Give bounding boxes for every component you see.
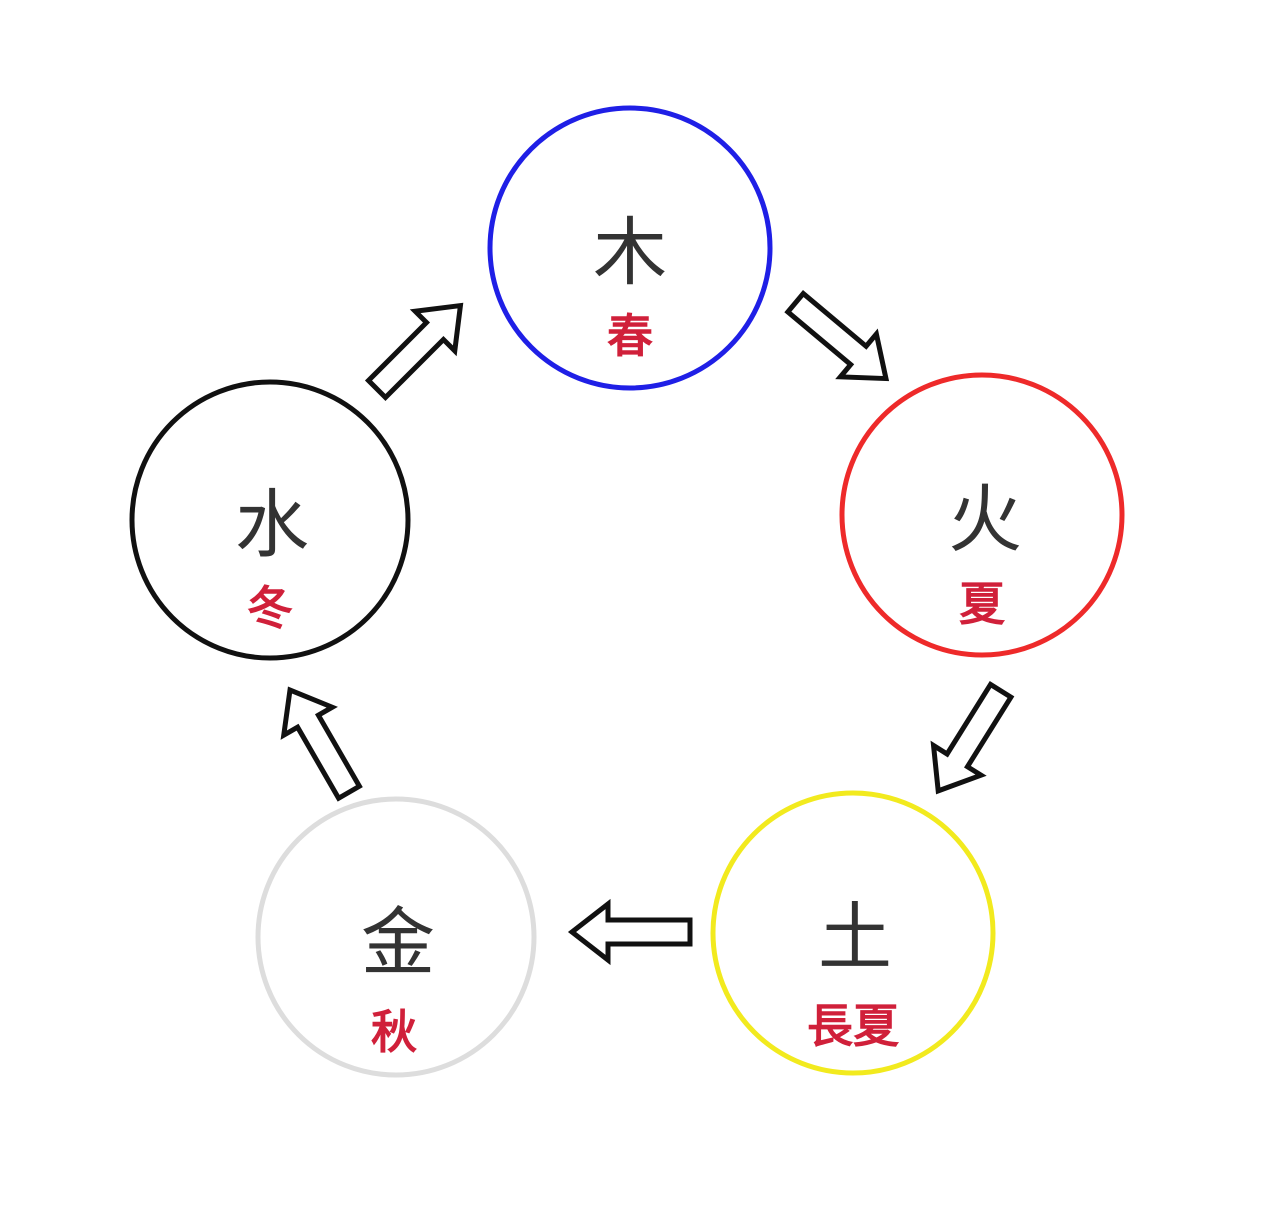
arrow-fire-to-earth [930, 681, 1015, 795]
water-label: 水 [235, 482, 309, 568]
wood-circle [487, 105, 773, 391]
node-earth: 土 長夏 [710, 790, 996, 1076]
wood-label: 木 [593, 210, 667, 296]
metal-label: 金 [361, 900, 435, 986]
earth-label: 土 [818, 895, 892, 981]
node-water: 水 冬 [129, 379, 411, 661]
node-fire: 火 夏 [839, 372, 1125, 658]
earth-circle [710, 790, 996, 1076]
summer-label: 夏 [959, 577, 1006, 631]
water-circle [129, 379, 411, 661]
node-wood: 木 春 [487, 105, 773, 391]
arrow-earth-to-metal [567, 898, 693, 966]
winter-label: 冬 [247, 581, 293, 635]
fire-circle [839, 372, 1125, 658]
arrows [280, 290, 1015, 966]
metal-circle [255, 796, 537, 1078]
spring-label: 春 [607, 309, 653, 363]
fire-label: 火 [948, 477, 1022, 563]
late-summer-label: 長夏 [807, 999, 900, 1053]
arrow-metal-to-water [280, 686, 363, 802]
arrow-wood-to-fire [784, 290, 890, 382]
arrow-water-to-wood [364, 302, 464, 402]
node-metal: 金 秋 [255, 796, 537, 1078]
autumn-label: 秋 [371, 1005, 417, 1059]
